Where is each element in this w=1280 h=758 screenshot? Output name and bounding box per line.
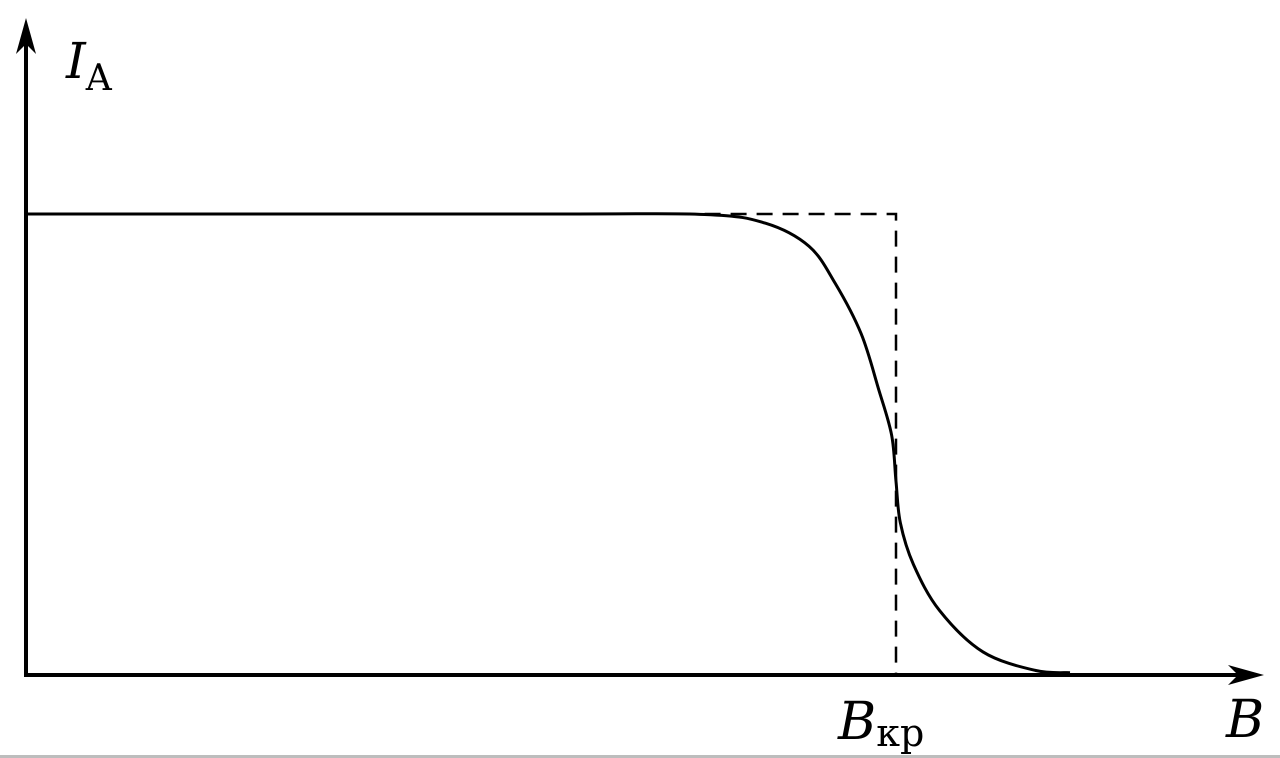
tick-label-subscript: кр bbox=[876, 711, 924, 755]
x-axis-label: B bbox=[1225, 690, 1264, 750]
tick-label-b-kr: Bкр bbox=[837, 692, 924, 755]
bottom-border bbox=[0, 755, 1280, 758]
x-axis-arrow bbox=[1228, 665, 1264, 685]
anode-current-curve bbox=[25, 212, 1071, 675]
plot-area bbox=[16, 18, 1264, 685]
y-axis-label-main: I bbox=[65, 32, 87, 90]
y-axis-arrow bbox=[16, 18, 36, 54]
tick-label-main: B bbox=[837, 692, 876, 752]
critical-field-guide-line bbox=[704, 212, 898, 675]
y-axis-label-subscript: A bbox=[85, 58, 113, 99]
y-axis-label: IA bbox=[65, 32, 113, 99]
